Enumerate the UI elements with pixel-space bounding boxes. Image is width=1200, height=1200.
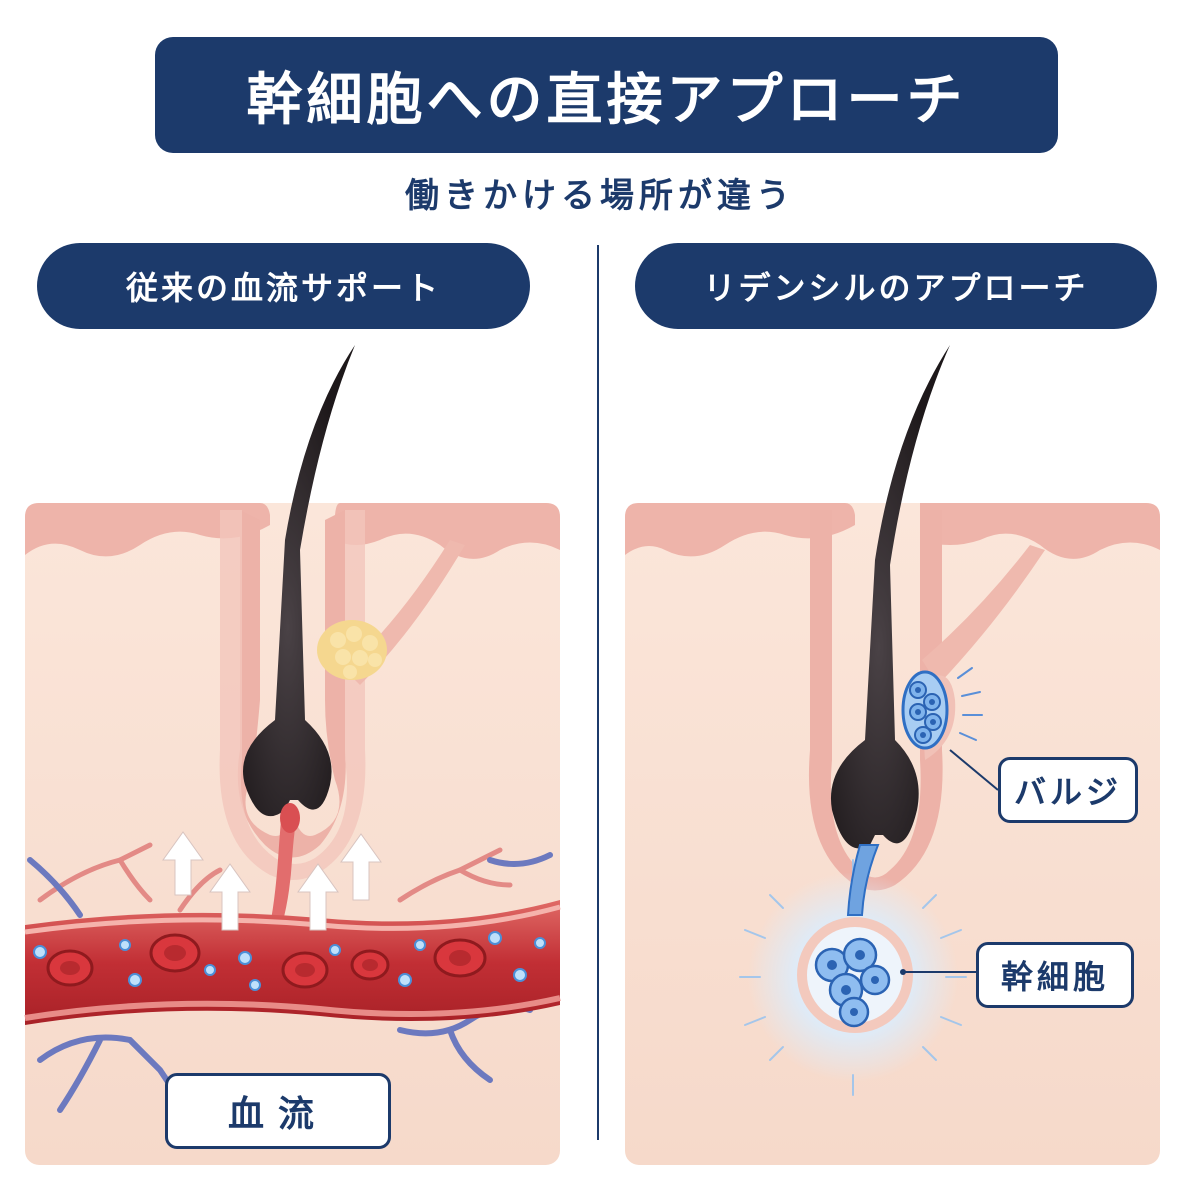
dermal-papilla [270, 810, 298, 925]
bulge-label: バルジ [998, 757, 1138, 823]
flow-arrows [162, 831, 382, 931]
epidermis-layer [25, 503, 270, 557]
nutrient-bubbles [33, 931, 546, 991]
right-heading: リデンシルのアプローチ [703, 269, 1089, 307]
follicle-sheath [808, 510, 943, 891]
title-banner: 幹細胞への直接アプローチ [155, 37, 1058, 153]
stem-cell-label: 幹細胞 [976, 942, 1134, 1008]
hair-shaft [830, 345, 950, 849]
right-heading-pill: リデンシルのアプローチ [635, 243, 1157, 329]
stem-cell-illustration [625, 345, 1160, 1165]
dermal-papilla [846, 844, 880, 916]
left-heading: 従来の血流サポート [125, 269, 441, 307]
bulge-region [901, 667, 983, 760]
page-title: 幹細胞への直接アプローチ [246, 67, 967, 133]
blood-flow-label: 血流 [165, 1073, 391, 1149]
blood-flow-illustration [24, 345, 561, 1165]
sebaceous-gland [317, 620, 387, 680]
follicle-sheath [237, 510, 346, 858]
hair-shaft [243, 345, 355, 817]
left-heading-pill: 従来の血流サポート [37, 243, 530, 329]
red-blood-cells [46, 933, 487, 989]
page-subtitle: 働きかける場所が違う [405, 176, 795, 216]
epidermis-layer [625, 503, 855, 557]
stem-cell-cluster [797, 917, 913, 1033]
center-divider [597, 245, 599, 1140]
bulge-leader-line [949, 749, 999, 791]
